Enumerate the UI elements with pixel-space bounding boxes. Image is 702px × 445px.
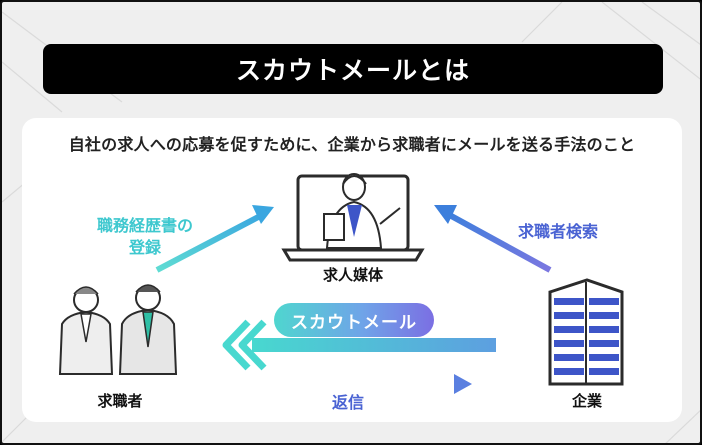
reply-label: 返信 (331, 393, 364, 412)
media-label: 求人媒体 (322, 266, 383, 284)
resume-label: 職務経歴書の 登録 (80, 215, 210, 259)
arrow-reply (235, 374, 472, 394)
arrow-search-to-media (434, 205, 552, 273)
job-search-label: 求職者検索 (517, 222, 598, 241)
company-building-icon (548, 278, 624, 386)
arrow-resume-to-media (155, 205, 274, 273)
scout-mail-label: スカウトメール (291, 312, 417, 333)
resume-label-line1: 職務経歴書の (96, 216, 193, 235)
arrow-scout-mail (222, 319, 496, 371)
title-bar: スカウトメールとは (43, 44, 663, 94)
scout-mail-badge: スカウトメール (274, 303, 434, 337)
seeker-label: 求職者 (97, 392, 143, 410)
company-label: 企業 (571, 392, 602, 410)
page-title: スカウトメールとは (235, 56, 470, 85)
resume-label-line2: 登録 (128, 238, 161, 257)
job-seekers-icon (58, 284, 178, 375)
subtitle: 自社の求人への応募を促すために、企業から求職者にメールを送る手法のこと (68, 135, 636, 154)
laptop-woman-icon (281, 173, 425, 262)
